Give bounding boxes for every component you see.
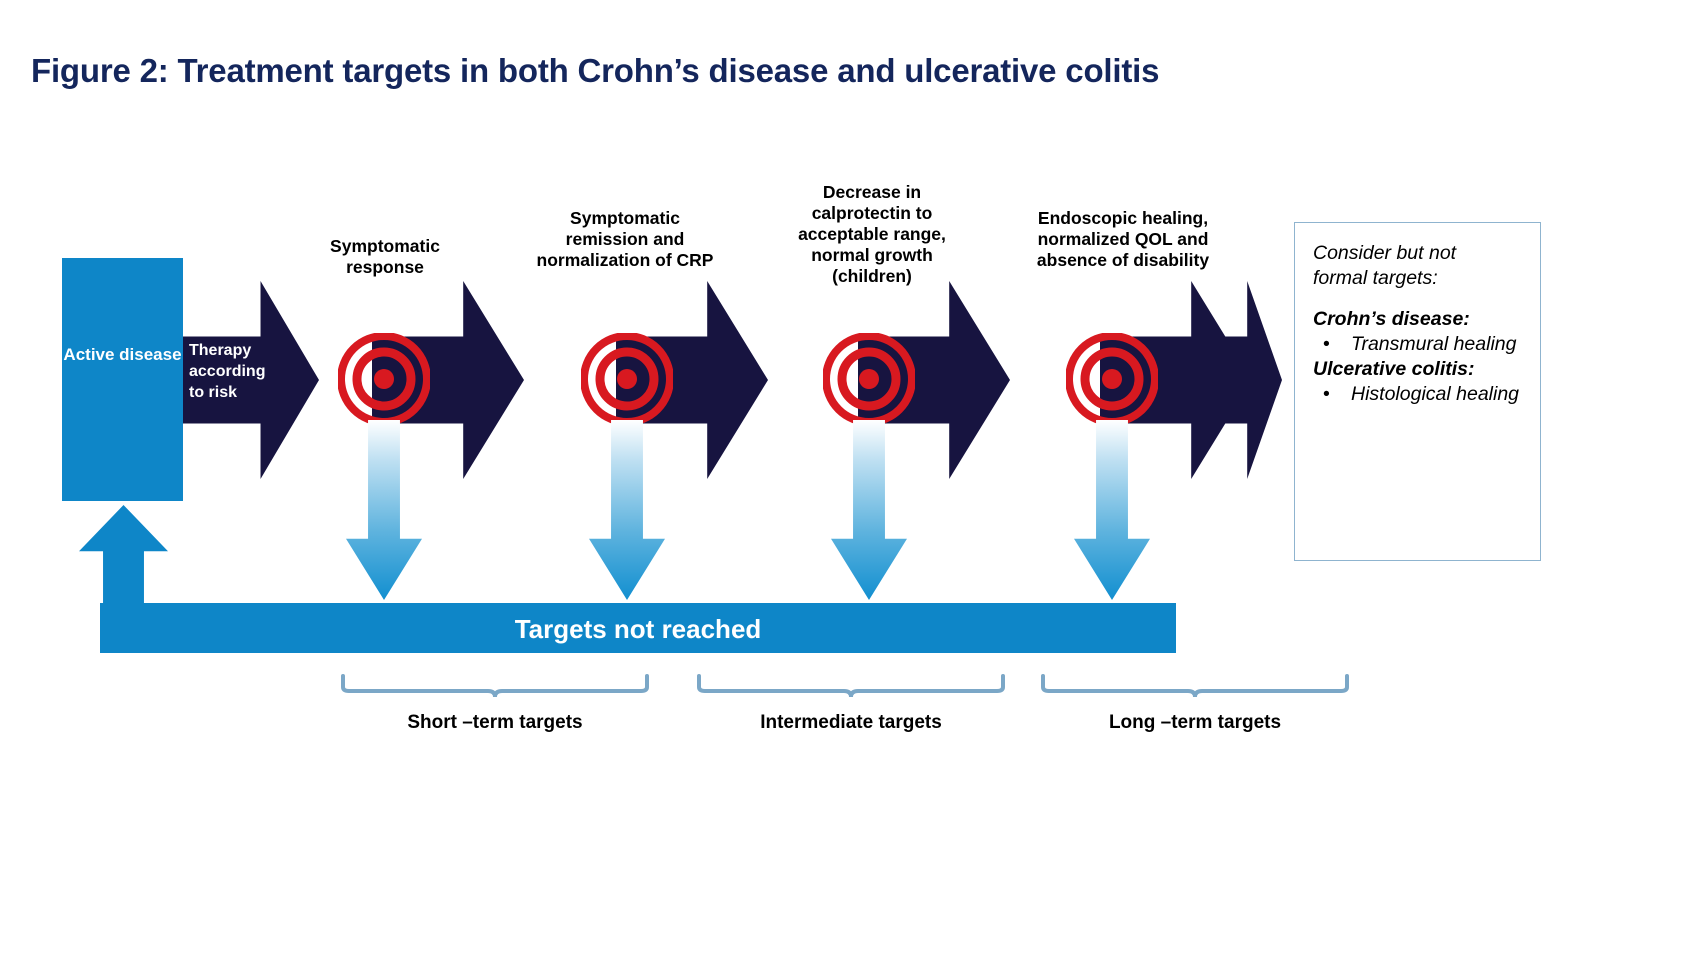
up-arrow-icon: [79, 505, 168, 615]
info-intro-line-2: formal targets:: [1313, 266, 1438, 289]
down-arrow-icon: [589, 420, 665, 600]
info-crohns-heading: Crohn’s disease:: [1313, 307, 1470, 330]
target-icon: [580, 332, 674, 426]
progression-arrow-5: [1224, 281, 1282, 479]
stage-header-4: Endoscopic healing, normalized QOL and a…: [1036, 208, 1210, 270]
down-arrow-icon: [1074, 420, 1150, 600]
down-arrow-icon: [346, 420, 422, 600]
target-icon: [1065, 332, 1159, 426]
targets-not-reached-label: Targets not reached: [514, 614, 762, 644]
targets-not-reached-bar: Targets not reached: [100, 603, 1176, 653]
info-uc-list: Histological healing: [1313, 382, 1524, 407]
figure-title: Figure 2: Treatment targets in both Croh…: [31, 52, 1160, 89]
bracket-long-term: [1040, 674, 1350, 698]
bracket-short-term: [340, 674, 650, 698]
info-intro-line-1: Consider but not: [1313, 242, 1457, 264]
active-disease-box: Active disease: [62, 258, 183, 501]
active-disease-label: Active disease: [63, 345, 182, 364]
stage-header-3: Decrease in calprotectin to acceptable r…: [798, 182, 946, 286]
target-icon: [822, 332, 916, 426]
bracket-label-intermediate: Intermediate targets: [760, 712, 942, 733]
consider-targets-box: Consider but not formal targets: Crohn’s…: [1294, 222, 1541, 561]
down-arrow-icon: [831, 420, 907, 600]
stage-header-2: Symptomatic remission and normalization …: [536, 208, 714, 270]
info-spacer: [1313, 291, 1524, 307]
list-item: Transmural healing: [1317, 332, 1524, 357]
therapy-arrow: Therapy according to risk: [183, 281, 319, 479]
therapy-arrow-label: Therapy according to risk: [189, 342, 266, 401]
list-item: Histological healing: [1317, 382, 1524, 407]
info-crohns-list: Transmural healing: [1313, 332, 1524, 357]
target-icon: [337, 332, 431, 426]
bracket-label-long-term: Long –term targets: [1108, 712, 1282, 733]
stage-header-1: Symptomatic response: [330, 236, 440, 277]
bracket-label-short-term: Short –term targets: [407, 712, 583, 733]
info-uc-heading: Ulcerative colitis:: [1313, 357, 1475, 380]
bracket-intermediate: [696, 674, 1006, 698]
